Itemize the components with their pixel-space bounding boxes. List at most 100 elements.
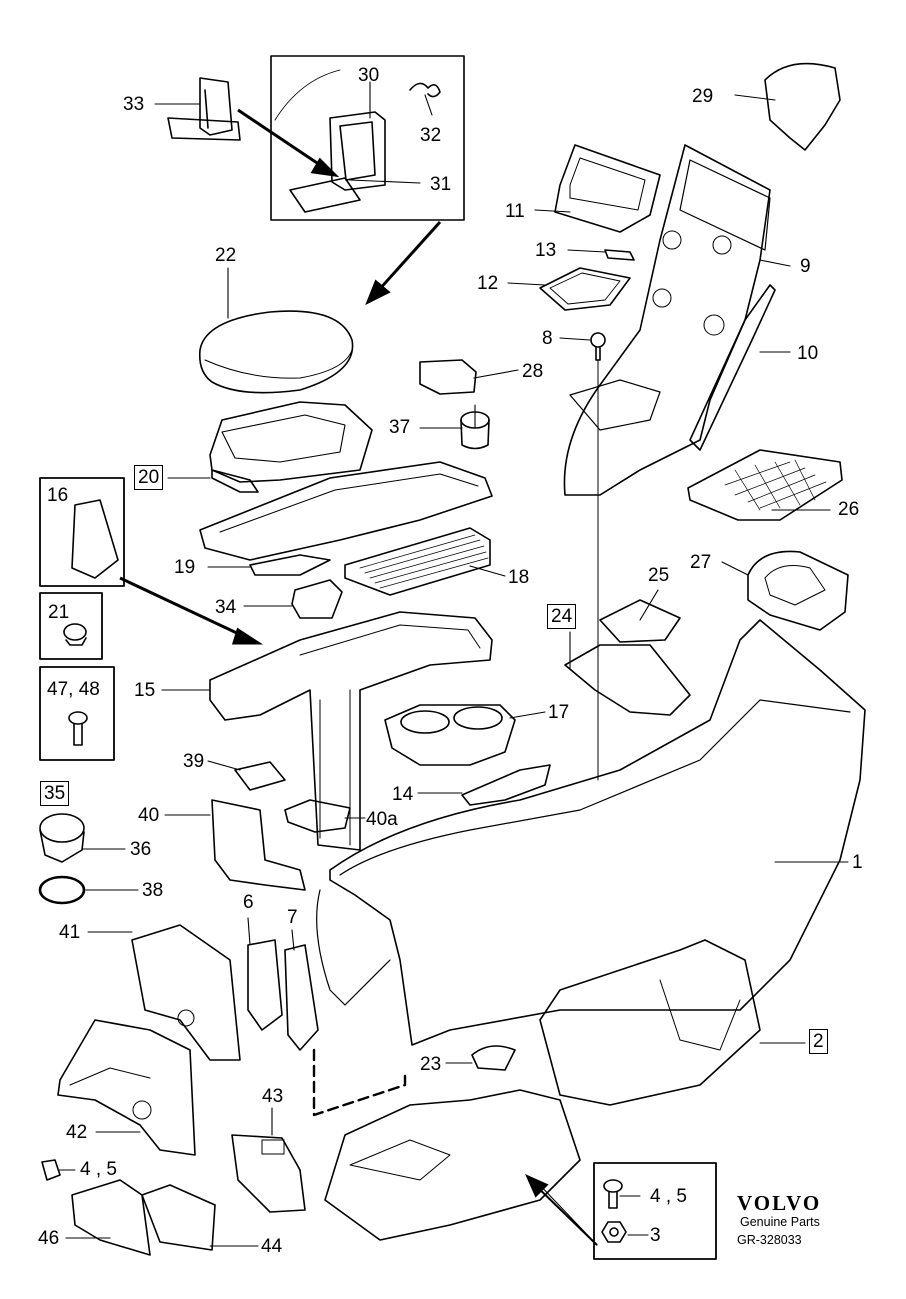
label-38: 38 <box>142 880 164 901</box>
label-30: 30 <box>358 65 380 86</box>
part-11-display <box>554 144 661 233</box>
part-41-side-panel <box>131 924 241 1061</box>
part-10-side-strip <box>689 284 776 451</box>
part-2-lower-bracket <box>539 939 761 1106</box>
part-16-clip-drawing <box>71 499 119 579</box>
leader-dashed <box>312 1048 407 1117</box>
label-11: 11 <box>505 201 525 222</box>
part-3-nut-drawing <box>601 1221 627 1243</box>
leader-lines <box>57 81 849 1247</box>
part-28-clip <box>419 359 477 395</box>
label-3: 3 <box>650 1225 661 1246</box>
label-20: 20 <box>134 465 164 490</box>
label-46: 46 <box>38 1228 60 1249</box>
part-13-clip <box>604 249 635 261</box>
part-22-armrest-cushion <box>198 310 354 394</box>
label-21: 21 <box>48 602 70 623</box>
label-1: 1 <box>852 852 863 873</box>
label-31: 31 <box>430 174 452 195</box>
label-45: 4 , 5 <box>80 1159 117 1180</box>
label-4-5: 4 , 5 <box>650 1186 687 1207</box>
volvo-logo: VOLVO <box>737 1191 822 1215</box>
label-37: 37 <box>389 417 411 438</box>
label-28: 28 <box>522 361 544 382</box>
part-18-ribbed-insert <box>344 527 491 596</box>
part-30-armrest-hinge <box>274 69 386 213</box>
label-18: 18 <box>508 567 530 588</box>
label-32: 32 <box>420 125 442 146</box>
label-17: 17 <box>548 702 570 723</box>
label-22: 22 <box>215 245 237 266</box>
label-23: 23 <box>420 1054 442 1075</box>
part-45-clip <box>41 1159 61 1181</box>
label-25: 25 <box>648 565 670 586</box>
part-27-cup <box>747 550 849 631</box>
label-36: 36 <box>130 839 152 860</box>
label-41: 41 <box>59 922 81 943</box>
part-1-center-console <box>329 619 866 1046</box>
reference-code: GR-328033 <box>737 1233 802 1247</box>
label-43: 43 <box>262 1086 284 1107</box>
part-24-storage-tray <box>564 644 691 716</box>
part-44-bin <box>141 1184 216 1251</box>
part-17-cupholder <box>384 704 516 766</box>
label-44: 44 <box>261 1236 283 1257</box>
part-38-ring-drawing <box>38 875 86 905</box>
label-10: 10 <box>797 343 819 364</box>
genuine-parts-text: Genuine Parts <box>740 1215 820 1229</box>
label-42: 42 <box>66 1122 88 1143</box>
label-24: 24 <box>547 604 577 629</box>
part-42-front-panel <box>57 1019 196 1156</box>
part-21-plug-drawing <box>63 623 87 646</box>
label-27: 27 <box>690 552 712 573</box>
label-40: 40 <box>138 805 160 826</box>
label-29: 29 <box>692 86 714 107</box>
part-14-bracket <box>461 764 551 806</box>
label-13: 13 <box>535 240 557 261</box>
label-9: 9 <box>800 256 811 277</box>
label-39: 39 <box>183 751 205 772</box>
part-43-storage-box <box>231 1134 306 1213</box>
part-29-cap <box>764 62 841 151</box>
label-40a: 40a <box>366 809 398 830</box>
label-12: 12 <box>477 273 499 294</box>
label-14: 14 <box>392 784 414 805</box>
label-33: 33 <box>123 94 145 115</box>
part-19-trim-strip <box>199 461 493 561</box>
part-9-center-panel <box>563 144 771 496</box>
label-26: 26 <box>838 499 860 520</box>
label-8: 8 <box>542 328 553 349</box>
part-25-lid <box>599 599 681 643</box>
part-39-panel <box>234 761 286 791</box>
label-34: 34 <box>215 597 237 618</box>
frame-part-21 <box>39 592 103 660</box>
part-36-knob-drawing <box>39 813 85 863</box>
label-6: 6 <box>243 892 254 913</box>
part-23-clip <box>471 1045 516 1071</box>
label-19: 19 <box>174 557 196 578</box>
part-7-bracket <box>284 944 319 1051</box>
part-47-48-screw-drawing <box>68 711 88 746</box>
part-32-spring <box>409 82 441 98</box>
label-35: 35 <box>40 781 70 806</box>
part-34-small-box <box>291 579 343 619</box>
part-26-mat <box>687 449 843 521</box>
base-tray <box>324 1089 581 1241</box>
part-20-armrest-lid <box>209 401 373 493</box>
pointer-arrows <box>119 108 598 1246</box>
part-6-bracket <box>247 939 283 1031</box>
frame-fasteners <box>593 1162 717 1260</box>
part-40a-tray <box>284 799 351 833</box>
part-33-bracket <box>167 77 241 141</box>
part-15-frame <box>209 611 493 851</box>
part-19-lower <box>249 554 331 576</box>
label-47-48: 47, 48 <box>47 679 100 700</box>
part-46-bin <box>71 1179 151 1256</box>
frame-part-16 <box>39 477 125 587</box>
part-12-gasket <box>539 267 631 311</box>
frame-part-47-48 <box>39 666 115 761</box>
label-2: 2 <box>809 1029 828 1054</box>
label-16: 16 <box>47 485 69 506</box>
